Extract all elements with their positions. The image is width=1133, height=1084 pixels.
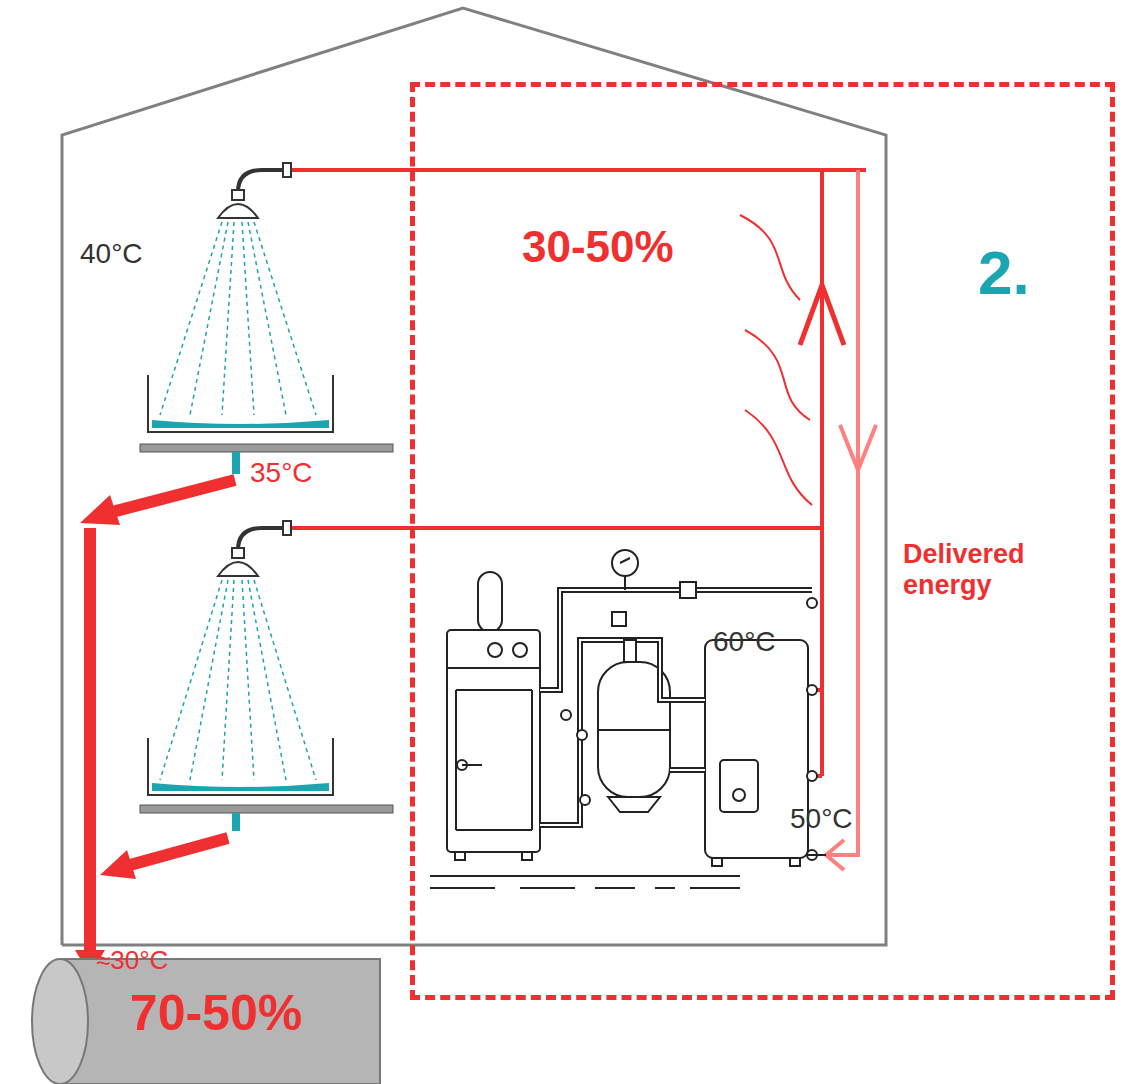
sewer-temperature: ≈30°C [96, 946, 168, 976]
return-temperature: 50°C [790, 803, 853, 835]
system-boundary: 2. Delivered energy [410, 82, 1115, 1000]
floor-lines [430, 876, 740, 888]
tank-temperature: 60°C [713, 626, 776, 658]
upper-shower [140, 163, 393, 474]
section-number: 2. [978, 237, 1030, 308]
boiler-equipment [447, 550, 826, 866]
lower-shower [140, 521, 393, 831]
sewer-share: 70-50% [130, 985, 302, 1043]
pipe-loss-share: 30-50% [522, 222, 674, 273]
boundary-label: Delivered energy [903, 539, 1068, 601]
house-outline [62, 8, 886, 945]
return-pipe [826, 170, 876, 870]
heat-loss-waves [740, 215, 812, 505]
drain-temperature: 35°C [250, 457, 313, 489]
drain-arrows [75, 480, 235, 975]
sewer-pipe: 70-50% [30, 957, 382, 1084]
shower-temperature: 40°C [80, 238, 143, 270]
